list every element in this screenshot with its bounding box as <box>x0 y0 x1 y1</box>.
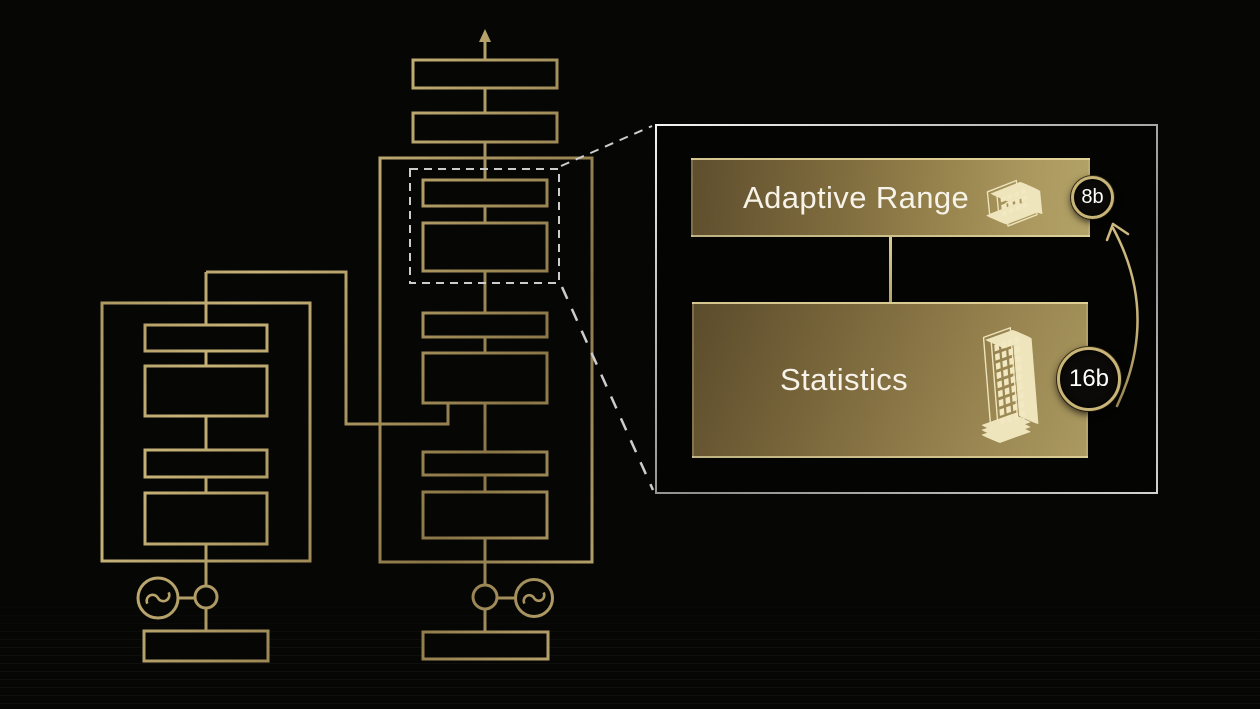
cross-module-connector <box>206 270 450 426</box>
building-large-icon <box>981 327 1039 443</box>
adaptive-range-label: Adaptive Range <box>743 179 970 215</box>
dashed-connector-bottom <box>560 286 655 491</box>
adaptive-range-box: Adaptive Range <box>691 158 1090 237</box>
badge-16b-text: 16b <box>1068 365 1110 392</box>
building-small-icon <box>986 179 1043 227</box>
left-block-4 <box>143 491 269 546</box>
badge-8b: 8b <box>1071 176 1114 219</box>
left-module <box>100 270 450 663</box>
middle-block-2 <box>421 221 549 273</box>
middle-module <box>378 29 594 661</box>
badge-16b: 16b <box>1057 347 1121 411</box>
badge-8b-text: 8b <box>1081 186 1104 208</box>
up-arrow-icon <box>479 29 491 42</box>
statistics-box: Statistics <box>692 302 1088 458</box>
left-block-2 <box>143 364 269 418</box>
left-container <box>100 301 312 563</box>
middle-block-top-2 <box>411 111 559 144</box>
middle-block-3 <box>421 311 549 339</box>
detail-panel: Adaptive Range <box>655 124 1158 494</box>
zoom-highlight <box>409 125 655 491</box>
middle-block-top-1 <box>411 58 559 90</box>
middle-container <box>378 156 594 564</box>
node-circle-icon <box>471 583 499 611</box>
dashed-highlight-box <box>409 168 560 284</box>
left-block-3 <box>143 448 269 479</box>
node-circle-icon <box>193 584 219 610</box>
middle-input-block <box>421 630 550 661</box>
middle-block-1 <box>421 178 549 208</box>
dashed-connector-top <box>560 125 653 167</box>
middle-block-5 <box>421 450 549 477</box>
middle-block-4 <box>421 351 549 405</box>
middle-block-6 <box>421 490 549 540</box>
left-input-block <box>142 629 270 663</box>
box-connector-line <box>889 237 892 303</box>
statistics-label: Statistics <box>780 362 909 397</box>
left-block-1 <box>143 323 269 353</box>
